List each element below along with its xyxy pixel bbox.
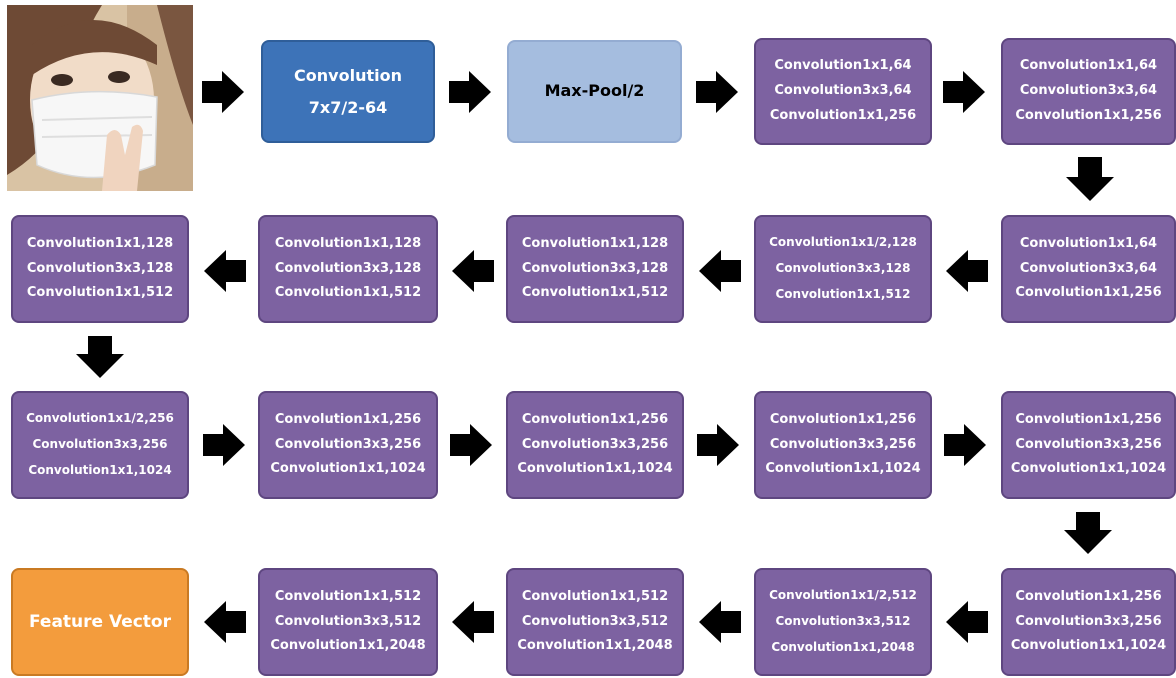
block-line: Convolution3x3,256 xyxy=(274,436,422,452)
arrow-left-icon xyxy=(204,601,246,643)
conv-block-r2-c5: Convolution1x1,64 Convolution3x3,64 Conv… xyxy=(1001,215,1176,323)
arrow-left-icon xyxy=(699,601,741,643)
conv-block-r4-c2: Convolution1x1,512 Convolution3x3,512 Co… xyxy=(258,568,438,676)
arrow-right-icon xyxy=(449,71,491,113)
block-line: Max-Pool/2 xyxy=(544,81,645,101)
block-line: Convolution1x1,256 xyxy=(1015,107,1162,123)
block-line: Convolution1x1,2048 xyxy=(771,639,915,654)
block-line: Convolution1x1,256 xyxy=(1015,285,1162,301)
conv-7x7-block: Convolution 7x7/2-64 xyxy=(261,40,435,143)
block-line: Convolution1x1,1024 xyxy=(517,461,673,477)
block-line: Convolution3x3,256 xyxy=(769,436,917,452)
conv-block-r2-c4: Convolution1x1/2,128 Convolution3x3,128 … xyxy=(754,215,932,323)
conv-block-r4-c5: Convolution1x1,256 Convolution3x3,256 Co… xyxy=(1001,568,1176,676)
block-line: Convolution3x3,256 xyxy=(32,437,168,452)
arrow-left-icon xyxy=(452,601,494,643)
block-line: Convolution1x1,64 xyxy=(1019,235,1158,251)
portrait-photo-icon xyxy=(7,5,193,191)
block-line: Convolution1x1,256 xyxy=(521,411,669,427)
arrow-right-icon xyxy=(450,424,492,466)
block-line: Convolution3x3,512 xyxy=(521,613,669,629)
block-line: Convolution1x1,2048 xyxy=(517,638,673,654)
block-line: Convolution3x3,64 xyxy=(1019,260,1158,276)
block-line: Convolution1x1/2,512 xyxy=(769,588,917,603)
block-line: Convolution3x3,128 xyxy=(26,260,174,276)
conv-block-r4-c3: Convolution1x1,512 Convolution3x3,512 Co… xyxy=(506,568,684,676)
arrow-left-icon xyxy=(946,250,988,292)
block-line: Convolution1x1,1024 xyxy=(1010,638,1167,654)
block-line: Convolution1x1,128 xyxy=(26,235,174,251)
block-line: Convolution1x1,512 xyxy=(26,285,174,301)
block-line: Convolution1x1,1024 xyxy=(1010,461,1167,477)
conv-block-r3-c4: Convolution1x1,256 Convolution3x3,256 Co… xyxy=(754,391,932,499)
block-line: Convolution1x1,512 xyxy=(775,286,911,301)
block-line: Convolution3x3,256 xyxy=(1015,613,1162,629)
feature-vector-block: Feature Vector xyxy=(11,568,189,676)
block-line: Convolution1x1,64 xyxy=(774,58,912,74)
conv-block-r3-c2: Convolution1x1,256 Convolution3x3,256 Co… xyxy=(258,391,438,499)
block-line: Convolution3x3,128 xyxy=(521,260,669,276)
block-line: Convolution xyxy=(294,66,402,86)
arrow-right-icon xyxy=(697,424,739,466)
arrow-right-icon xyxy=(202,71,244,113)
block-line: Convolution1x1,1024 xyxy=(765,461,921,477)
arrow-right-icon xyxy=(944,424,986,466)
block-line: Convolution1x1,256 xyxy=(769,411,917,427)
block-line: Convolution1x1/2,128 xyxy=(769,235,917,250)
block-line: Convolution3x3,512 xyxy=(274,613,422,629)
block-line: Convolution3x3,256 xyxy=(1015,436,1162,452)
arrow-left-icon xyxy=(452,250,494,292)
conv-block-r2-c1: Convolution1x1,128 Convolution3x3,128 Co… xyxy=(11,215,189,323)
block-line: Convolution3x3,256 xyxy=(521,436,669,452)
arrow-left-icon xyxy=(204,250,246,292)
block-line: Convolution1x1,256 xyxy=(1015,588,1162,604)
arrow-down-icon xyxy=(1064,512,1112,554)
block-line: Convolution1x1/2,256 xyxy=(26,411,174,426)
block-line: Convolution1x1,512 xyxy=(521,588,669,604)
arrow-left-icon xyxy=(946,601,988,643)
block-line: Feature Vector xyxy=(28,611,171,632)
block-line: Convolution1x1,1024 xyxy=(28,462,172,477)
arrow-down-icon xyxy=(76,336,124,378)
arrow-right-icon xyxy=(203,424,245,466)
block-line: Convolution1x1,1024 xyxy=(270,461,426,477)
maxpool-block: Max-Pool/2 xyxy=(507,40,682,143)
block-line: Convolution3x3,128 xyxy=(274,260,422,276)
conv-block-r3-c1: Convolution1x1/2,256 Convolution3x3,256 … xyxy=(11,391,189,499)
block-line: Convolution3x3,64 xyxy=(1019,83,1158,99)
block-line: Convolution1x1,128 xyxy=(521,235,669,251)
block-line: Convolution3x3,512 xyxy=(775,614,911,629)
arrow-left-icon xyxy=(699,250,741,292)
block-line: Convolution3x3,64 xyxy=(774,83,912,99)
conv-block-r3-c3: Convolution1x1,256 Convolution3x3,256 Co… xyxy=(506,391,684,499)
block-line: Convolution1x1,256 xyxy=(274,411,422,427)
arrow-right-icon xyxy=(943,71,985,113)
block-line: Convolution1x1,256 xyxy=(1015,411,1162,427)
conv-block-r2-c2: Convolution1x1,128 Convolution3x3,128 Co… xyxy=(258,215,438,323)
conv-block-r3-c5: Convolution1x1,256 Convolution3x3,256 Co… xyxy=(1001,391,1176,499)
conv-block-r1-c3: Convolution1x1,64 Convolution3x3,64 Conv… xyxy=(754,38,932,145)
arrow-down-icon xyxy=(1066,157,1114,201)
input-photo xyxy=(7,5,193,191)
block-line: Convolution1x1,64 xyxy=(1019,58,1158,74)
conv-block-r2-c3: Convolution1x1,128 Convolution3x3,128 Co… xyxy=(506,215,684,323)
block-line: Convolution1x1,512 xyxy=(274,285,422,301)
conv-block-r1-c4: Convolution1x1,64 Convolution3x3,64 Conv… xyxy=(1001,38,1176,145)
block-line: Convolution3x3,128 xyxy=(775,261,911,276)
block-line: Convolution1x1,2048 xyxy=(270,638,426,654)
block-line: Convolution1x1,128 xyxy=(274,235,422,251)
block-line: 7x7/2-64 xyxy=(308,97,388,117)
conv-block-r4-c4: Convolution1x1/2,512 Convolution3x3,512 … xyxy=(754,568,932,676)
block-line: Convolution1x1,256 xyxy=(769,107,917,123)
arrow-right-icon xyxy=(696,71,738,113)
block-line: Convolution1x1,512 xyxy=(274,588,422,604)
block-line: Convolution1x1,512 xyxy=(521,285,669,301)
